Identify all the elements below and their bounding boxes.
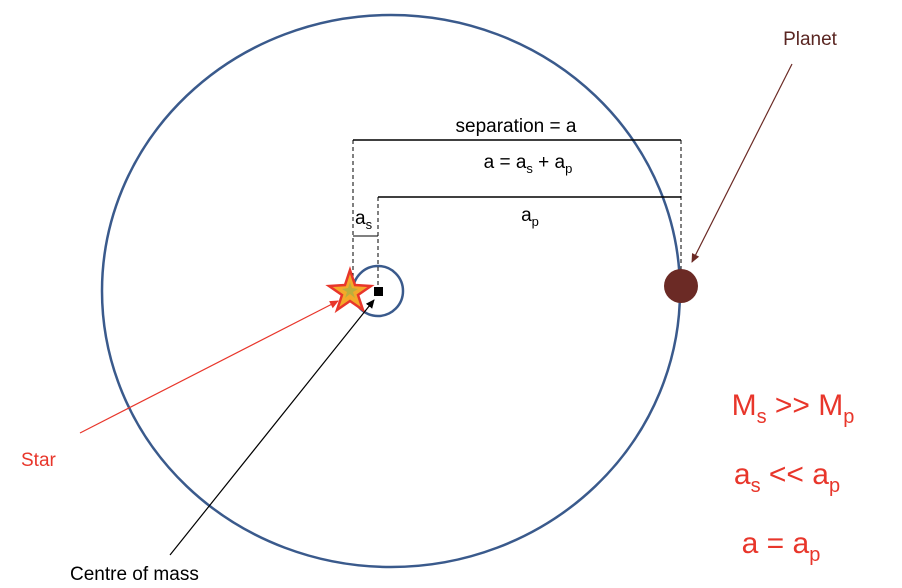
star-label: Star [21, 450, 57, 471]
a-p-label: ap [521, 205, 539, 229]
centre-of-mass-marker [374, 287, 383, 296]
a-sum-label: a = as + ap [484, 152, 573, 176]
star-arrow [79, 300, 339, 434]
centre-of-mass-label: Centre of mass [70, 564, 199, 585]
equation-separation: a = ap [742, 527, 821, 566]
centre-of-mass-arrow [169, 299, 375, 556]
planet-arrow [691, 63, 793, 263]
planet-label: Planet [783, 29, 838, 50]
planet-orbit [100, 13, 682, 569]
separation-label: separation = a [456, 116, 577, 137]
a-s-label: as [355, 208, 373, 232]
star-core [342, 282, 358, 298]
equation-mass: Ms >> Mp [732, 389, 855, 428]
equation-semimajor: as << ap [734, 458, 840, 497]
planet [664, 269, 698, 303]
